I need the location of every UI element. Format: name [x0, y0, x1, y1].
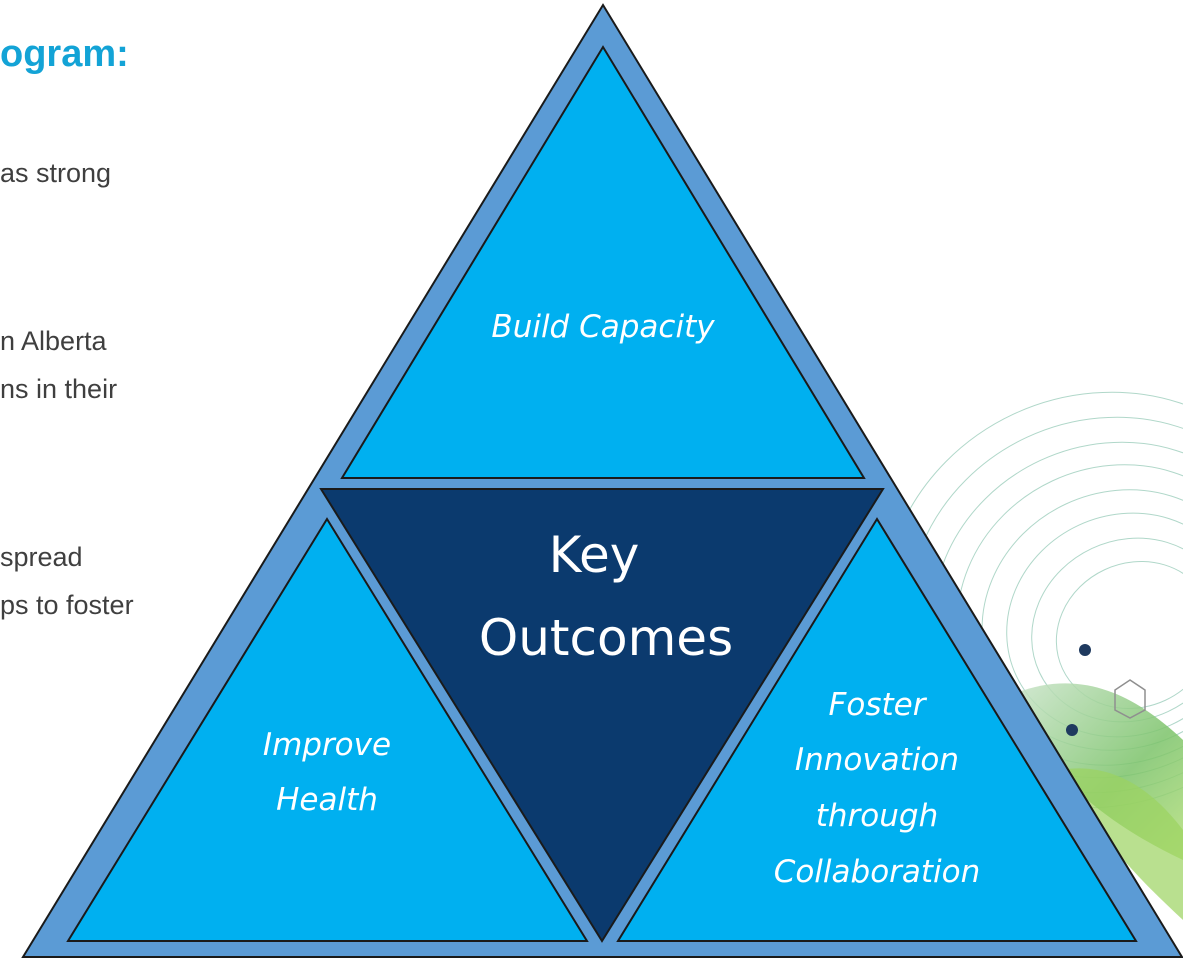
label-through: through: [816, 798, 939, 834]
triangle-improve-health: [66, 517, 589, 942]
label-innovation: Innovation: [795, 742, 959, 778]
body-text-line-4: spread: [0, 542, 83, 572]
body-text-line-2: n Alberta: [0, 326, 107, 356]
label-outcomes: Outcomes: [479, 609, 733, 667]
body-text-line-1: as strong: [0, 158, 112, 188]
label-key: Key: [549, 526, 640, 584]
slide-heading: ogram:: [0, 33, 129, 75]
label-improve: Improve: [263, 727, 391, 763]
label-foster: Foster: [829, 687, 928, 723]
label-build-capacity: Build Capacity: [491, 309, 715, 345]
triangle-build-capacity: [340, 45, 866, 479]
body-text-line-5: ps to foster: [0, 590, 134, 620]
label-health: Health: [276, 782, 378, 818]
triangle-foster-innovation: [616, 517, 1138, 942]
body-text-line-3: ns in their: [0, 374, 118, 404]
label-collaboration: Collaboration: [774, 854, 981, 890]
triangle-key-outcomes: [319, 488, 885, 943]
